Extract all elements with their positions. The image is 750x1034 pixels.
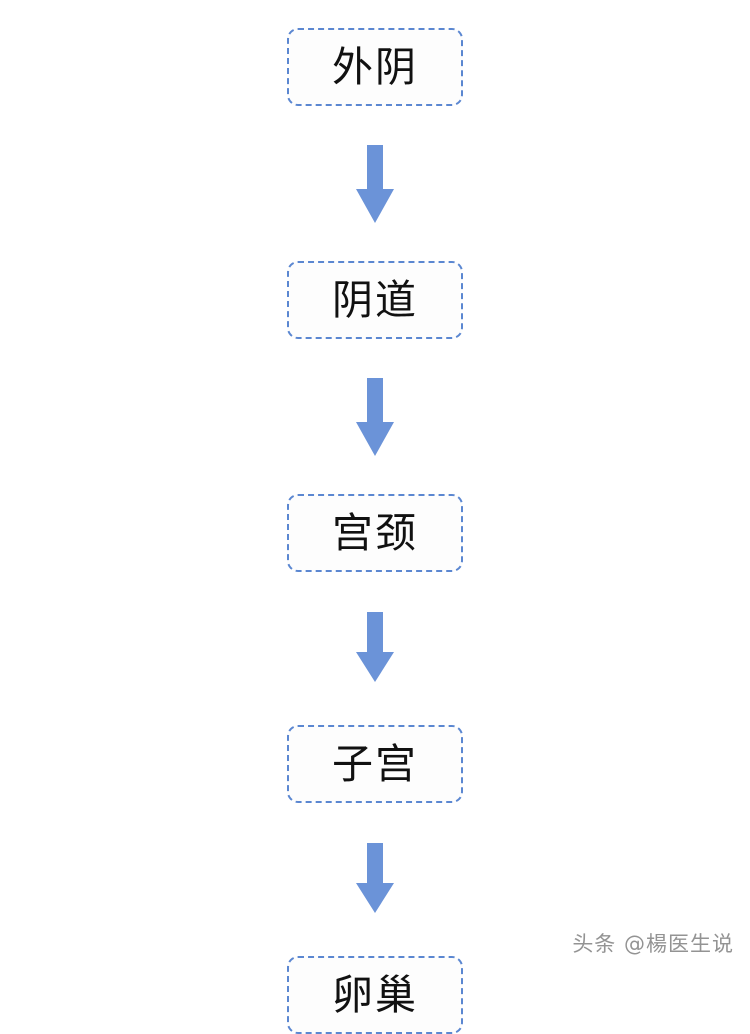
down-arrow-icon-2 bbox=[356, 378, 394, 456]
flow-node-2-label: 阴道 bbox=[332, 275, 418, 324]
flowchart-canvas: 外阴 阴道 宫颈 子宫 bbox=[287, 28, 734, 1034]
down-arrow-icon-3 bbox=[356, 612, 394, 682]
flow-node-5[interactable]: 卵巢 bbox=[287, 956, 463, 1034]
down-arrow-icon-4 bbox=[356, 843, 394, 913]
flow-node-1[interactable]: 外阴 bbox=[287, 28, 463, 106]
flow-node-4-label: 子宫 bbox=[332, 739, 418, 788]
flow-node-1-label: 外阴 bbox=[332, 42, 418, 91]
flow-node-5-label: 卵巢 bbox=[332, 970, 418, 1019]
watermark-text: 头条 @楊医生说 bbox=[572, 932, 734, 956]
flow-node-4[interactable]: 子宫 bbox=[287, 725, 463, 803]
flow-node-3-label: 宫颈 bbox=[332, 508, 418, 557]
flow-node-2[interactable]: 阴道 bbox=[287, 261, 463, 339]
flow-node-3[interactable]: 宫颈 bbox=[287, 494, 463, 572]
down-arrow-icon-1 bbox=[356, 145, 394, 223]
flow-column: 外阴 阴道 宫颈 子宫 bbox=[287, 28, 463, 1034]
